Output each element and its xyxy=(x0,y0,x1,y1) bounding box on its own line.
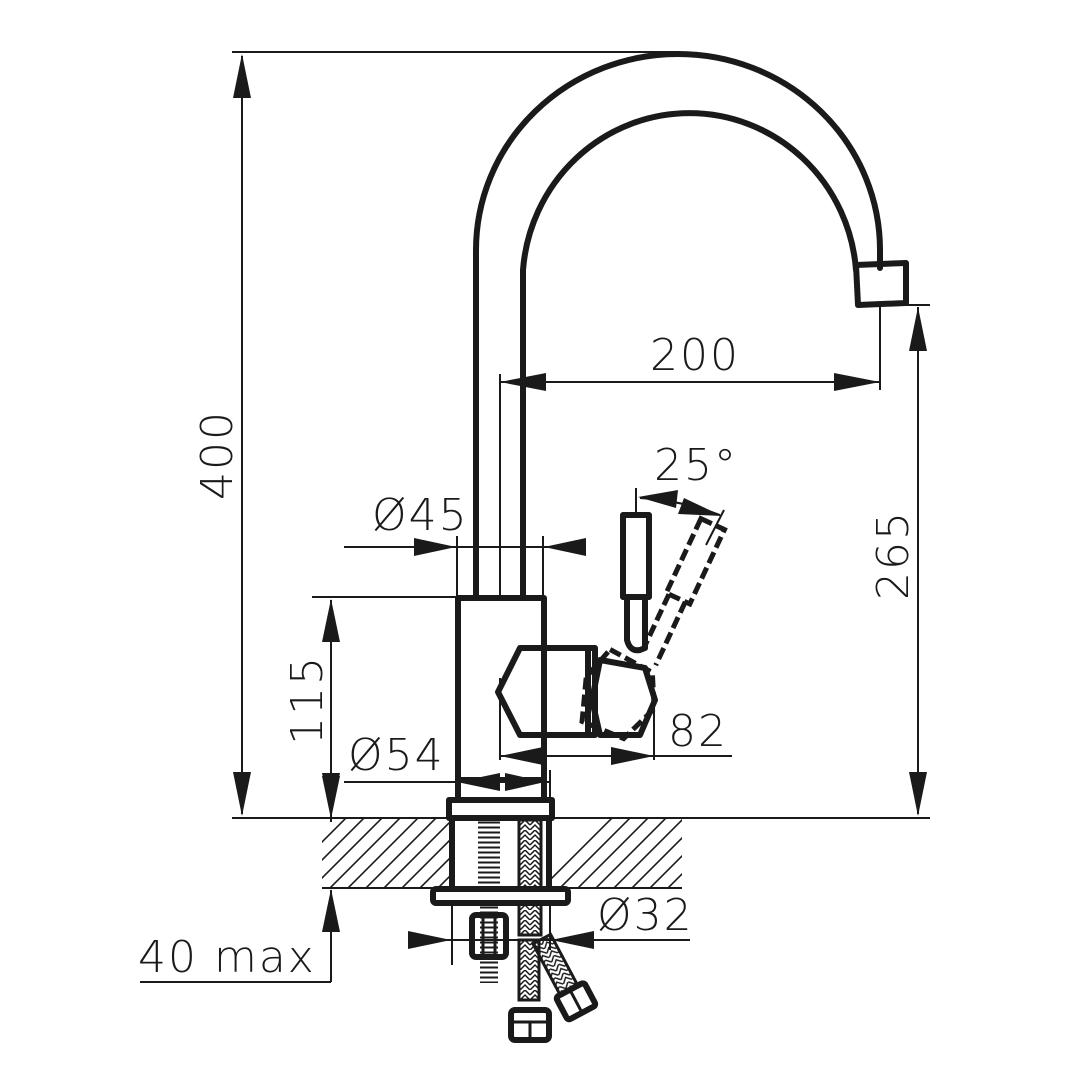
countertop-section xyxy=(232,817,930,889)
label-40-max: 40 max xyxy=(138,932,316,983)
label-diameter-32: Ø32 xyxy=(597,890,694,941)
label-diameter-54: Ø54 xyxy=(348,730,445,781)
dimension-body-diameter: Ø54 xyxy=(344,730,551,800)
label-115: 115 xyxy=(282,655,333,745)
faucet-body xyxy=(446,512,728,821)
dimension-lever-depth: 82 xyxy=(499,678,732,765)
dimension-body-height: 115 xyxy=(282,596,458,816)
label-25-degrees: 25° xyxy=(654,440,738,491)
mounting-hardware xyxy=(430,815,599,1043)
dimension-overall-height: 400 xyxy=(192,51,680,816)
label-diameter-45: Ø45 xyxy=(372,490,469,541)
dimension-spout-reach: 200 xyxy=(499,306,881,598)
label-265: 265 xyxy=(868,510,919,600)
dimension-lever-angle: 25° xyxy=(635,440,738,546)
label-82: 82 xyxy=(668,706,728,757)
spout xyxy=(473,51,909,601)
dimension-spout-diameter: Ø45 xyxy=(344,490,586,598)
dimension-mounting-hole: Ø32 xyxy=(408,890,694,965)
label-200: 200 xyxy=(650,330,740,381)
dimension-outlet-height: 265 xyxy=(868,304,930,816)
label-400: 400 xyxy=(192,410,243,500)
dimension-countertop-thickness: 40 max xyxy=(138,776,340,983)
